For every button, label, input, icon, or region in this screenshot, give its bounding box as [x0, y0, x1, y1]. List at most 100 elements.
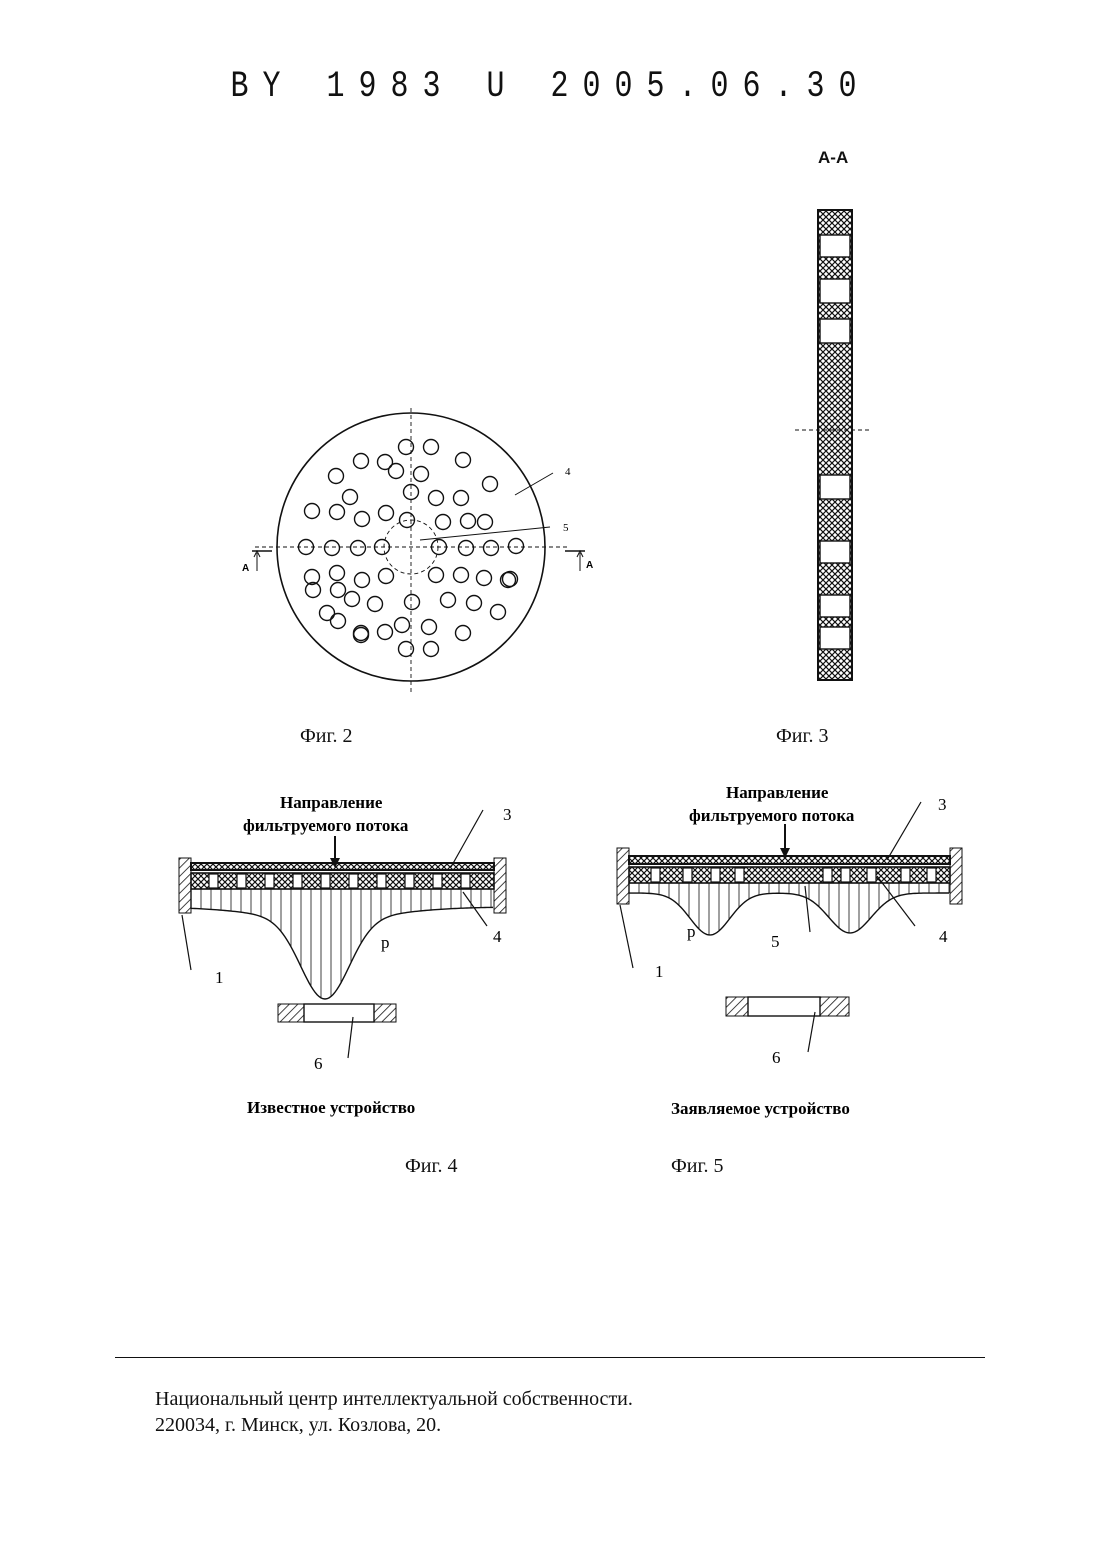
hole [331, 583, 346, 598]
hole [343, 490, 358, 505]
perforated-plate [191, 873, 494, 889]
hole [478, 515, 493, 530]
plate-opening [293, 874, 302, 888]
document-header: BY 1983 U 2005.06.30 [0, 66, 1101, 109]
fig3-drawing [790, 205, 880, 685]
hole [378, 625, 393, 640]
hole [320, 606, 335, 621]
plate-opening [901, 868, 910, 882]
plate-opening [735, 868, 744, 882]
fig2-label-4: 4 [565, 466, 571, 478]
outlet-opening [748, 997, 820, 1016]
plate-opening [265, 874, 274, 888]
hole [351, 541, 366, 556]
outlet-wall-left [278, 1004, 304, 1022]
fig4-device-label: Известное устройство [247, 1098, 415, 1117]
fig4-label-4: 4 [493, 927, 502, 946]
plate-opening [377, 874, 386, 888]
strip-hole [820, 235, 850, 257]
fig5-label-5: 5 [771, 932, 780, 951]
left-wall [617, 848, 629, 904]
plate-opening [927, 868, 936, 882]
fig2-caption: Фиг. 2 [300, 725, 352, 748]
hole [389, 464, 404, 479]
hole [429, 568, 444, 583]
hole [345, 592, 360, 607]
plate-opening [461, 874, 470, 888]
plate-opening [651, 868, 660, 882]
plate-opening [349, 874, 358, 888]
fig5-flow-label-line1: Направление [726, 783, 829, 802]
hole [467, 596, 482, 611]
fig5-drawing: Направление фильтруемого потока 3 4 1 p … [605, 780, 975, 1130]
hole [355, 573, 370, 588]
hole [325, 541, 340, 556]
hole [454, 491, 469, 506]
hole [477, 571, 492, 586]
hole [459, 541, 474, 556]
fig4-caption: Фиг. 4 [405, 1155, 457, 1178]
plate-opening [321, 874, 330, 888]
plate-opening [841, 868, 850, 882]
hole [456, 626, 471, 641]
hole [424, 642, 439, 657]
strip-hole [820, 595, 850, 617]
profile-curve [191, 889, 493, 999]
fig2-section-mark-left: A [242, 563, 249, 574]
hole [368, 597, 383, 612]
hole [329, 469, 344, 484]
outlet-wall-right [820, 997, 849, 1016]
hole [405, 595, 420, 610]
plate-opening [711, 868, 720, 882]
hole [395, 618, 410, 633]
fig2-label-5: 5 [563, 522, 569, 534]
hole [355, 512, 370, 527]
hole [379, 506, 394, 521]
hole [330, 505, 345, 520]
hole [414, 467, 429, 482]
filter-layer [629, 856, 950, 864]
right-wall [494, 858, 506, 913]
footer-divider [115, 1357, 985, 1358]
strip-hole [820, 279, 850, 303]
plate-opening [209, 874, 218, 888]
plate-opening [405, 874, 414, 888]
fig5-label-1: 1 [655, 962, 664, 981]
fig2-drawing: 4 5 A A [230, 400, 605, 700]
hole [454, 568, 469, 583]
hole [456, 453, 471, 468]
hole [436, 515, 451, 530]
hole [330, 566, 345, 581]
hole [379, 569, 394, 584]
strip-hole [820, 475, 850, 499]
fig5-label-6: 6 [772, 1048, 781, 1067]
hole [354, 454, 369, 469]
fig5-caption: Фиг. 5 [671, 1155, 723, 1178]
outlet-wall-right [374, 1004, 396, 1022]
plate-opening [433, 874, 442, 888]
fig4-label-p: p [381, 933, 390, 952]
hole [484, 541, 499, 556]
hole [461, 514, 476, 529]
fig4-label-3: 3 [503, 805, 512, 824]
hole [483, 477, 498, 492]
fig3-caption: Фиг. 3 [776, 725, 828, 748]
strip-hole [820, 319, 850, 343]
hole [441, 593, 456, 608]
strip-hole [820, 627, 850, 649]
fig4-drawing: Направление фильтруемого потока 3 4 1 p … [165, 780, 535, 1130]
plate-opening [867, 868, 876, 882]
hole [305, 504, 320, 519]
fig2-section-mark-right: A [586, 560, 593, 571]
outlet-opening [304, 1004, 374, 1022]
footer-line-1: Национальный центр интеллектуальной собс… [155, 1388, 633, 1411]
fig5-device-label: Заявляемое устройство [671, 1099, 850, 1118]
filter-layer [191, 863, 494, 870]
velocity-profile [191, 889, 494, 999]
fig4-flow-label-line1: Направление [280, 793, 383, 812]
plate-opening [683, 868, 692, 882]
fig5-flow-label-line2: фильтруемого потока [689, 806, 855, 825]
plate-opening [237, 874, 246, 888]
fig5-label-3: 3 [938, 795, 947, 814]
fig4-label-6: 6 [314, 1054, 323, 1073]
